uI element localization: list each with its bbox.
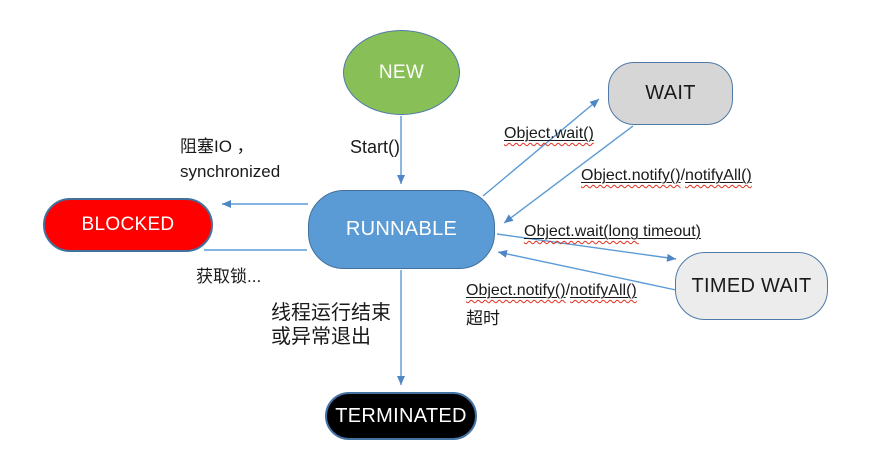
label-notify-all: notifyAll() bbox=[685, 167, 752, 184]
state-node-new: NEW bbox=[343, 30, 460, 115]
state-node-wait: WAIT bbox=[608, 62, 733, 125]
label-slash: / bbox=[680, 167, 686, 184]
state-label-new: NEW bbox=[378, 61, 425, 83]
label-object-wait-text: Object.wait() bbox=[504, 125, 594, 142]
state-label-wait: WAIT bbox=[645, 82, 696, 104]
label-blocking-io-line1: 阻塞IO ， bbox=[180, 137, 254, 156]
state-label-runnable: RUNNABLE bbox=[345, 218, 458, 240]
label-slash-2: / bbox=[565, 282, 571, 299]
label-object-notify-2: Object.notify() bbox=[466, 282, 566, 299]
label-notify-all-2: notifyAll() bbox=[570, 282, 637, 299]
label-notify-from-wait: Object.notify()/notifyAll() bbox=[581, 167, 752, 185]
label-object-wait-long-timeout: Object.wait(long timeout) bbox=[524, 223, 701, 241]
state-node-runnable: RUNNABLE bbox=[308, 190, 495, 269]
label-blocking-io: 阻塞IO ， synchronized bbox=[180, 134, 300, 184]
label-thread-end: 线程运行结束 或异常退出 bbox=[271, 301, 411, 349]
label-timeout: 超时 bbox=[466, 309, 500, 328]
state-node-timed-wait: TIMED WAIT bbox=[675, 252, 828, 320]
state-label-blocked: BLOCKED bbox=[81, 214, 175, 235]
label-blocking-io-line2: synchronized bbox=[180, 162, 281, 181]
label-object-wait: Object.wait() bbox=[504, 125, 594, 143]
state-label-timed-wait: TIMED WAIT bbox=[691, 274, 812, 297]
label-object-wait-long-part1: Object.wait(long bbox=[524, 223, 639, 240]
label-notify-from-timed-wait: Object.notify()/notifyAll() bbox=[466, 282, 637, 300]
label-object-wait-long-part2: timeout) bbox=[638, 223, 701, 240]
state-node-terminated: TERMINATED bbox=[325, 392, 477, 440]
label-thread-end-line2: 或异常退出 bbox=[271, 326, 371, 348]
label-start: Start() bbox=[350, 137, 401, 157]
label-object-notify: Object.notify() bbox=[581, 167, 681, 184]
state-label-terminated: TERMINATED bbox=[335, 404, 467, 427]
label-acquire-lock: 获取锁... bbox=[196, 267, 262, 286]
label-thread-end-line1: 线程运行结束 bbox=[271, 302, 391, 324]
state-node-blocked: BLOCKED bbox=[43, 198, 213, 252]
